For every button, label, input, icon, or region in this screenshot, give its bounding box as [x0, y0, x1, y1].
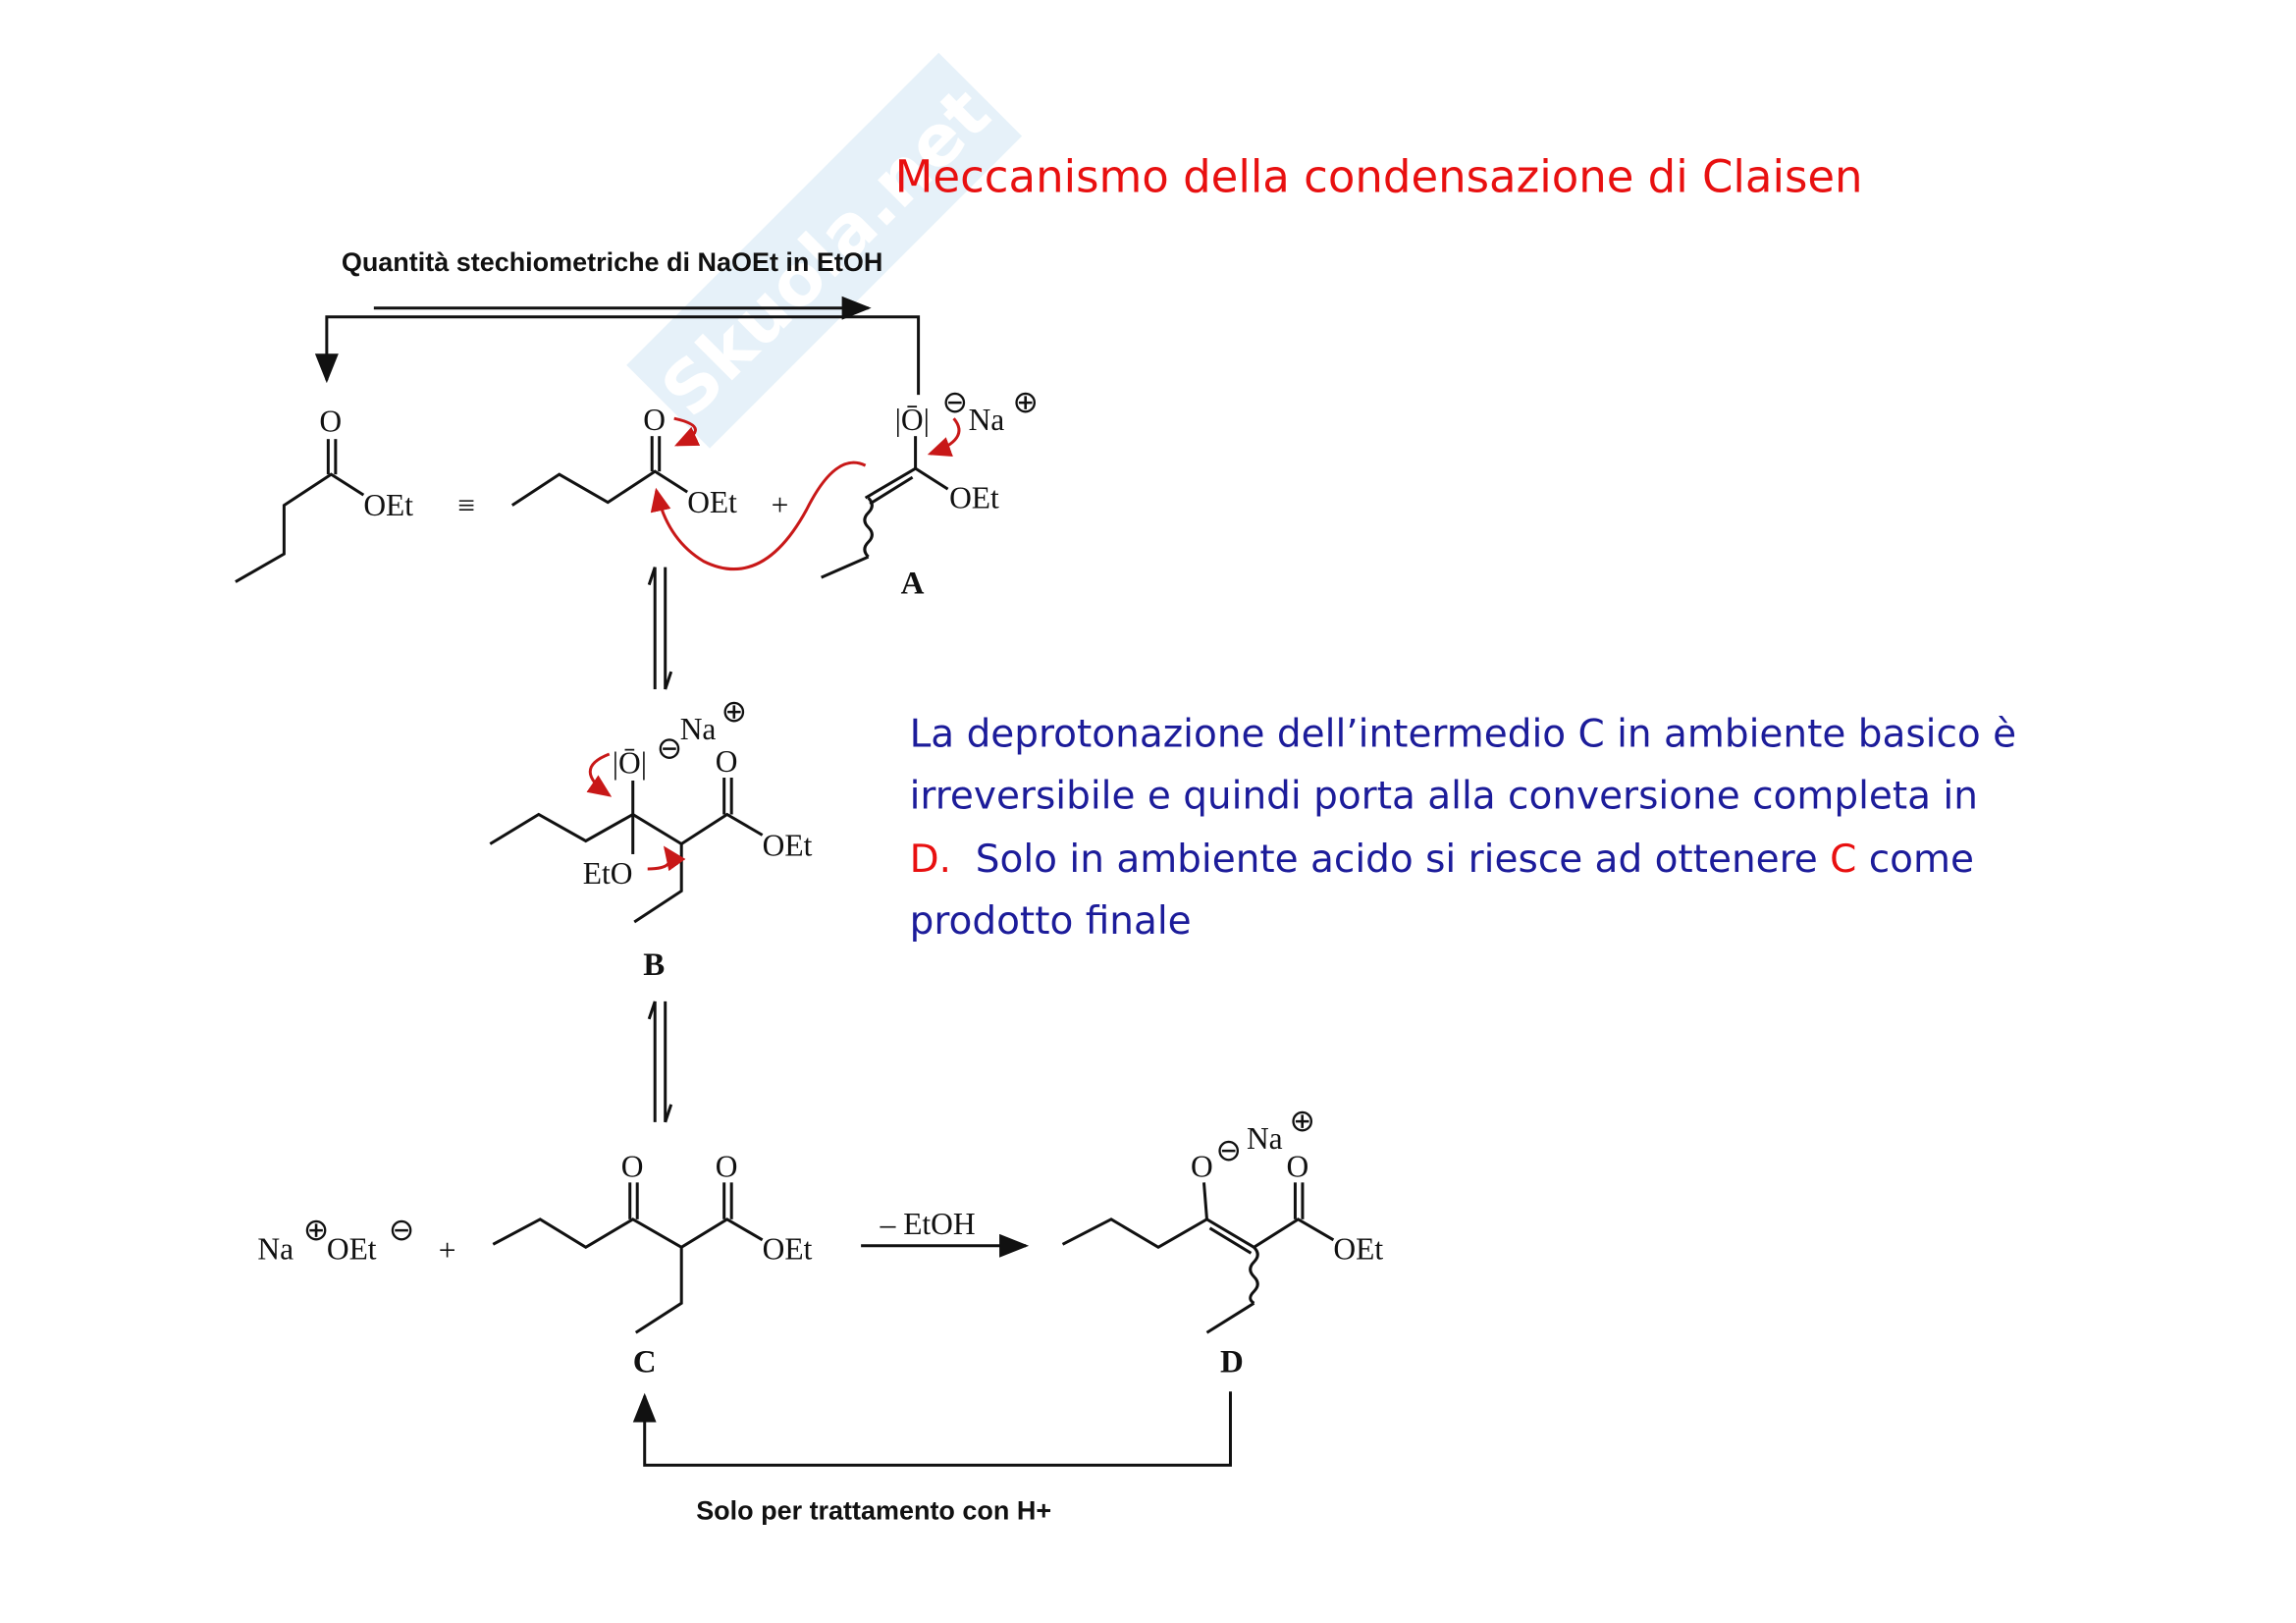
label-C: C	[633, 1345, 657, 1380]
svg-text:Na: Na	[1247, 1121, 1283, 1156]
equilibrium-arrow	[647, 567, 673, 690]
curved-arrow	[650, 460, 867, 570]
svg-text:⊕: ⊕	[303, 1213, 329, 1247]
svg-text:⊕: ⊕	[721, 694, 747, 729]
svg-text:|Ō|: |Ō|	[613, 746, 647, 781]
explanation-text: La deprotonazione dell’intermedio C in a…	[910, 713, 2017, 944]
svg-text:OEt: OEt	[763, 1231, 813, 1266]
minus-etoh-label: – EtOH	[880, 1207, 976, 1241]
svg-text:⊖: ⊖	[1215, 1133, 1241, 1167]
svg-text:O: O	[1191, 1149, 1213, 1183]
bottom-bracket	[632, 1391, 1232, 1467]
curved-arrow	[673, 416, 701, 447]
svg-text:La deprotonazione dell’interme: La deprotonazione dell’intermedio C in a…	[910, 713, 2017, 757]
svg-text:OEt: OEt	[1333, 1231, 1383, 1266]
curved-arrow	[927, 417, 961, 457]
svg-text:O: O	[1286, 1149, 1308, 1183]
svg-text:O: O	[319, 405, 342, 439]
svg-text:OEt: OEt	[949, 481, 999, 515]
beta-ketoester-C: O O OEt	[492, 1149, 813, 1334]
label-A: A	[901, 567, 925, 602]
svg-text:OEt: OEt	[763, 828, 813, 862]
curved-arrow	[586, 752, 613, 797]
label-D: D	[1220, 1345, 1244, 1380]
svg-text:⊖: ⊖	[942, 385, 968, 419]
svg-text:⊕: ⊕	[1013, 385, 1039, 419]
svg-text:Na: Na	[969, 403, 1005, 437]
svg-text:prodotto finale: prodotto finale	[910, 899, 1192, 944]
label-B: B	[643, 947, 665, 983]
svg-text:⊕: ⊕	[1289, 1104, 1314, 1138]
svg-text:OEt: OEt	[687, 485, 737, 519]
ethyl-butanoate-skeletal: O OEt	[235, 405, 413, 583]
svg-text:Na: Na	[257, 1231, 294, 1266]
sodium-ethoxide: Na ⊕ OEt ⊖	[257, 1213, 414, 1266]
svg-text:O: O	[621, 1149, 644, 1183]
top-condition-note: Quantità stechiometriche di NaOEt in EtO…	[342, 247, 882, 277]
svg-text:O: O	[643, 403, 666, 437]
page-title: Meccanismo della condensazione di Claise…	[895, 150, 1863, 202]
equivalence-sign: ≡	[457, 488, 475, 522]
bottom-condition-note: Solo per trattamento con H+	[696, 1496, 1051, 1526]
svg-text:EtO: EtO	[583, 856, 633, 891]
svg-text:|Ō|: |Ō|	[895, 403, 930, 437]
svg-text:Na: Na	[680, 712, 717, 746]
curved-arrow	[647, 845, 686, 872]
svg-text:⊖: ⊖	[389, 1213, 414, 1247]
svg-text:irreversibile e quindi porta a: irreversibile e quindi porta alla conver…	[910, 775, 1978, 819]
plus-sign: +	[439, 1233, 456, 1268]
svg-text:⊖: ⊖	[657, 731, 682, 766]
ethyl-butanoate-zigzag: O OEt	[510, 403, 737, 519]
plus-sign: +	[772, 488, 789, 522]
enolate-D: O ⊖ Na ⊕ O OEt	[1061, 1104, 1383, 1334]
svg-text:O: O	[716, 1149, 738, 1183]
svg-text:OEt: OEt	[327, 1231, 377, 1266]
enolate-A: |Ō| ⊖ Na ⊕ OEt	[821, 385, 1039, 579]
svg-text:OEt: OEt	[363, 488, 413, 522]
equilibrium-arrow	[647, 1001, 673, 1123]
tetrahedral-intermediate-B: Na ⊕ |Ō| ⊖ O OEt EtO	[489, 694, 813, 924]
svg-text:D. Solo in ambiente acido si: D. Solo in ambiente acido si riesce ad o…	[910, 838, 1974, 882]
top-bracket	[314, 315, 921, 396]
svg-text:O: O	[716, 744, 738, 779]
